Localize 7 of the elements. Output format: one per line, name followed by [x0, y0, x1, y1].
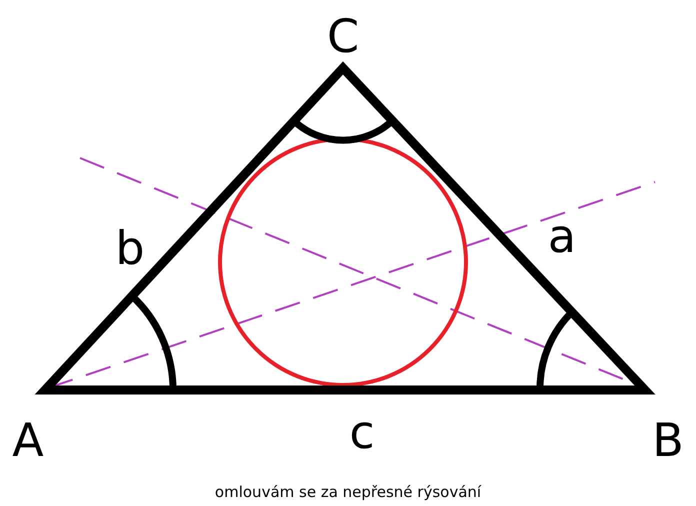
- side-label: c: [349, 409, 375, 455]
- side-label: a: [548, 213, 576, 259]
- vertex-label: A: [12, 417, 44, 463]
- vertex-label: B: [652, 417, 684, 463]
- side-label: b: [115, 225, 145, 271]
- vertex-label: C: [326, 13, 360, 59]
- caption: omlouvám se za nepřesné rýsování: [214, 483, 482, 501]
